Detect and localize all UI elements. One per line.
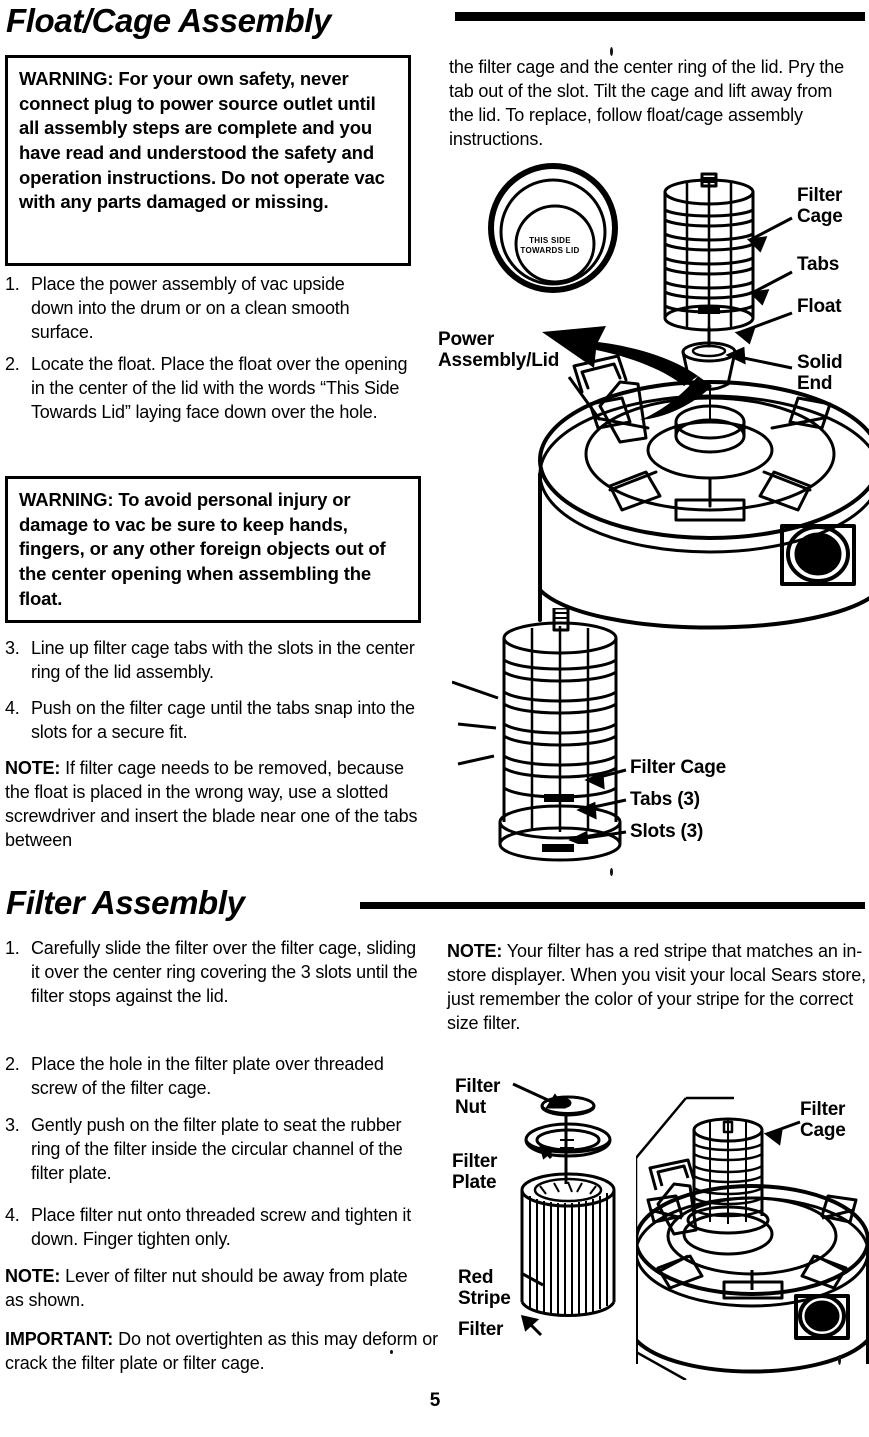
step-number: 4. bbox=[5, 698, 20, 718]
power-assembly-lid-art bbox=[538, 354, 869, 630]
scan-artifact bbox=[610, 868, 613, 876]
float-disc-art bbox=[488, 163, 618, 293]
label-filter-cage-top: Filter Cage bbox=[797, 185, 843, 227]
filter-cartridge-art bbox=[520, 1172, 616, 1317]
label-filter: Filter bbox=[458, 1319, 504, 1340]
note-text: Lever of filter nut should be away from … bbox=[5, 1266, 408, 1310]
filter-step-1: 1. Carefully slide the filter over the f… bbox=[5, 936, 425, 1008]
scan-artifact bbox=[610, 47, 613, 56]
label-filter-nut: Filter Nut bbox=[455, 1076, 501, 1118]
step-number: 3. bbox=[5, 1115, 20, 1135]
label-slots-detail: Slots (3) bbox=[630, 821, 704, 842]
top-figure-leader-lines bbox=[567, 216, 793, 421]
label-filter-cage-detail: Filter Cage bbox=[630, 757, 726, 778]
cage-left-leader-lines bbox=[452, 680, 499, 766]
label-float-top: Float bbox=[797, 296, 842, 317]
drum-art bbox=[636, 1252, 869, 1374]
step-text: Place the power assembly of vac upside d… bbox=[31, 274, 350, 343]
warning-text-float: WARNING: To avoid personal injury or dam… bbox=[19, 489, 386, 609]
cage-figure-leader-lines bbox=[568, 768, 627, 844]
float-cage-note: NOTE: If filter cage needs to be removed… bbox=[5, 757, 430, 853]
figure-lid-with-cage bbox=[636, 1100, 869, 1400]
warning-box-float: WARNING: To avoid personal injury or dam… bbox=[5, 476, 421, 623]
step-number: 4. bbox=[5, 1205, 20, 1225]
step-text: Push on the filter cage until the tabs s… bbox=[31, 698, 415, 743]
label-tabs-detail: Tabs (3) bbox=[630, 789, 700, 810]
filter-assembly-title: Filter Assembly bbox=[6, 884, 245, 921]
filter-plate-art bbox=[524, 1122, 612, 1158]
filter-step-3: 3. Gently push on the filter plate to se… bbox=[5, 1113, 430, 1185]
warning-text-plug: WARNING: For your own safety, never conn… bbox=[19, 68, 385, 213]
label-red-stripe: Red Stripe bbox=[458, 1267, 511, 1309]
figure-filter-cage-detail bbox=[488, 608, 638, 866]
filter-note-red-stripe: NOTE: Your filter has a red stripe that … bbox=[447, 940, 867, 1036]
step-text: Carefully slide the filter over the filt… bbox=[31, 938, 418, 1007]
important-text: Do not overtighten as this may deform or… bbox=[5, 1329, 438, 1373]
important-lead: IMPORTANT: bbox=[5, 1329, 114, 1349]
filter-figure-leader-lines bbox=[512, 1082, 801, 1337]
warning-box-plug: WARNING: For your own safety, never conn… bbox=[5, 55, 411, 266]
step-text: Line up filter cage tabs with the slots … bbox=[31, 638, 415, 683]
note-lead: NOTE: bbox=[447, 941, 503, 961]
step-text: Gently push on the filter plate to seat … bbox=[31, 1115, 403, 1184]
filter-cage-art bbox=[663, 172, 755, 332]
label-solid-end: Solid End bbox=[797, 352, 843, 394]
note-text: Your filter has a red stripe that matche… bbox=[447, 941, 866, 1033]
label-filter-cage-bottom: Filter Cage bbox=[800, 1099, 846, 1141]
figure-float-cage-exploded bbox=[470, 160, 869, 680]
heading-rule-filter bbox=[360, 902, 865, 909]
filter-step-2: 2. Place the hole in the filter plate ov… bbox=[5, 1052, 425, 1100]
filter-important-overtighten: IMPORTANT: Do not overtighten as this ma… bbox=[5, 1328, 438, 1376]
step-text: Place filter nut onto threaded screw and… bbox=[31, 1205, 412, 1250]
float-cage-step-4: 4. Push on the filter cage until the tab… bbox=[5, 696, 418, 744]
float-cage-step-3: 3. Line up filter cage tabs with the slo… bbox=[5, 636, 425, 684]
note-lead: NOTE: bbox=[5, 1266, 61, 1286]
step-number: 2. bbox=[5, 354, 20, 374]
figure-perspective-guides bbox=[636, 1096, 734, 1380]
filter-note-lever: NOTE: Lever of filter nut should be away… bbox=[5, 1265, 430, 1313]
label-filter-plate: Filter Plate bbox=[452, 1151, 498, 1193]
note-lead: NOTE: bbox=[5, 758, 61, 778]
float-cage-step-1: 1. Place the power assembly of vac upsid… bbox=[5, 272, 391, 344]
step-number: 1. bbox=[5, 274, 20, 294]
step-number: 2. bbox=[5, 1054, 20, 1074]
label-tabs-top: Tabs bbox=[797, 254, 840, 275]
scan-artifact bbox=[838, 1355, 841, 1365]
step-number: 3. bbox=[5, 638, 20, 658]
float-cage-step-2: 2. Locate the float. Place the float ove… bbox=[5, 352, 420, 424]
step-text: Locate the float. Place the float over t… bbox=[31, 354, 408, 423]
float-cage-continued-text: the filter cage and the center ring of t… bbox=[449, 57, 844, 149]
heading-rule-float-cage bbox=[455, 12, 865, 21]
label-power-assembly-lid: Power Assembly/Lid bbox=[438, 329, 560, 371]
note-text: If filter cage needs to be removed, beca… bbox=[5, 758, 418, 850]
scan-artifact bbox=[390, 1350, 393, 1354]
float-side-text: THIS SIDE TOWARDS LID bbox=[520, 236, 580, 255]
step-number: 1. bbox=[5, 938, 20, 958]
step-text: Place the hole in the filter plate over … bbox=[31, 1054, 384, 1099]
page-number: 5 bbox=[429, 1390, 441, 1411]
page-title: Float/Cage Assembly bbox=[6, 2, 331, 39]
filter-step-4: 4. Place filter nut onto threaded screw … bbox=[5, 1203, 435, 1251]
